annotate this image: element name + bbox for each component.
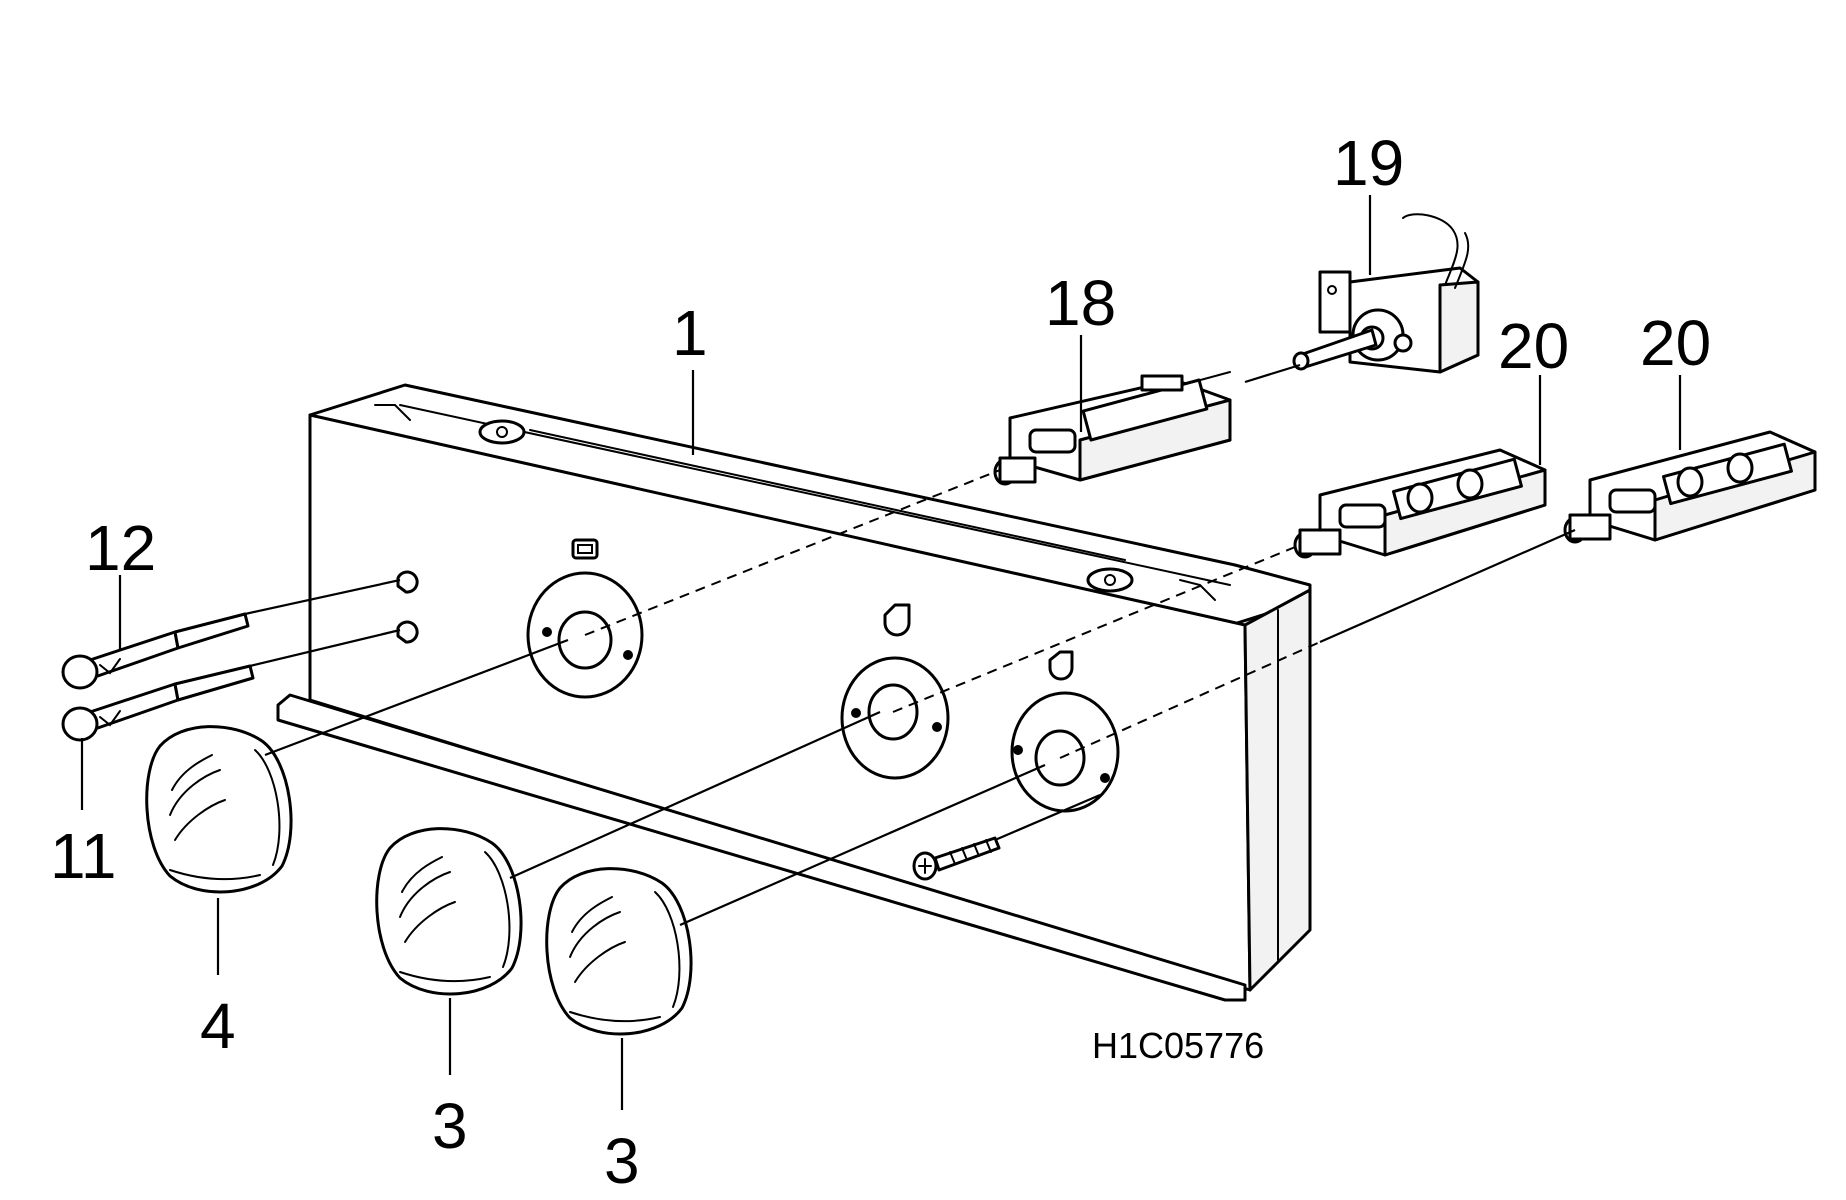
callout-12: 12 (85, 512, 156, 584)
callout-leaders (80, 195, 1682, 1110)
bezel-center (840, 656, 950, 780)
callout-3-right: 3 (604, 1125, 640, 1197)
bezel-right (1010, 691, 1120, 813)
callout-4: 4 (200, 990, 236, 1062)
knob-3-center (375, 827, 523, 996)
actuator-motor-19 (1292, 213, 1480, 374)
knob-3-right (545, 867, 693, 1036)
callout-20-left: 20 (1498, 310, 1569, 382)
callout-11: 11 (50, 820, 116, 892)
callout-19: 19 (1333, 127, 1404, 199)
callout-3-center: 3 (432, 1090, 468, 1162)
callout-labels: 1 18 19 20 20 12 11 4 3 3 H1C05776 (50, 127, 1711, 1197)
figure-code: H1C05776 (1092, 1025, 1264, 1066)
callout-20-right: 20 (1640, 307, 1711, 379)
callout-1: 1 (672, 297, 708, 369)
switch-module-20-right (1563, 430, 1817, 544)
callout-18: 18 (1045, 267, 1116, 339)
switch-module-20-left (1293, 448, 1547, 559)
push-button-12 (61, 612, 250, 690)
knob-4 (145, 725, 293, 894)
switch-module-18 (993, 371, 1232, 486)
assembly-lines (244, 363, 1576, 927)
push-button-11 (61, 664, 255, 742)
control-panel (276, 383, 1312, 1002)
screw (912, 836, 1001, 881)
